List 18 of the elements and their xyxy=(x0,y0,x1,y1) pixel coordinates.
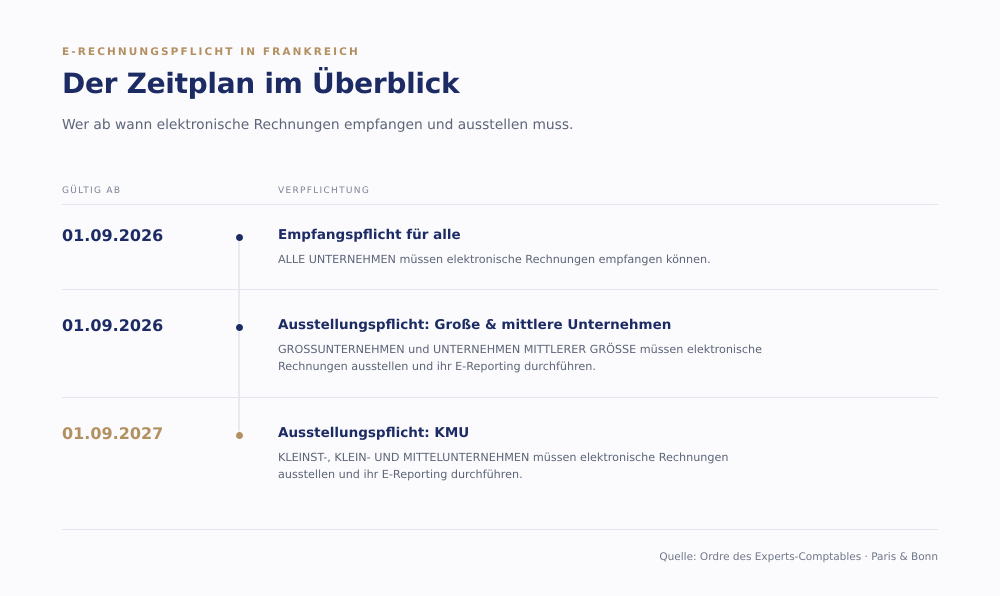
obligation-heading: Empfangspflicht für alle xyxy=(278,227,461,243)
column-header: VERPFLICHTUNG xyxy=(278,186,370,196)
subtitle: Wer ab wann elektronische Rechnungen empfangen und ausstellen muss. xyxy=(62,117,574,133)
source-note: Quelle: Ordre des Experts-Comptables · Paris & Bonn xyxy=(659,551,938,563)
obligation-description: ALLE UNTERNEHMEN müssen elektronische Rechnungen empfangen können. xyxy=(278,252,712,268)
eyebrow-heading: E-RECHNUNGSPFLICHT IN FRANKREICH xyxy=(62,46,360,58)
obligation-description: KLEINST-, KLEIN- UND MITTELUNTERNEHMEN müssen elektronische Rechnungen ausstellen und ihr E-Reporting durchführen. xyxy=(278,450,730,483)
date-text: 01.09.2026 xyxy=(62,226,164,245)
timeline-dot xyxy=(236,432,242,438)
date-text: 01.09.2027 xyxy=(62,424,164,443)
obligation-heading: Ausstellungspflicht: KMU xyxy=(278,425,470,441)
page-title: Der Zeitplan im Überblick xyxy=(62,67,460,100)
timeline-dot xyxy=(236,324,242,330)
timeline-dot xyxy=(236,234,242,240)
column-header: GÜLTIG AB xyxy=(62,186,122,196)
date-text: 01.09.2026 xyxy=(62,316,164,335)
obligation-description: GROSSUNTERNEHMEN und UNTERNEHMEN MITTLERER GRÖSSE müssen elektronische Rechnungen ausstellen und ihr E-Reporting durchführen. xyxy=(278,342,763,375)
obligation-heading: Ausstellungspflicht: Große & mittlere Unternehmen xyxy=(278,317,672,333)
